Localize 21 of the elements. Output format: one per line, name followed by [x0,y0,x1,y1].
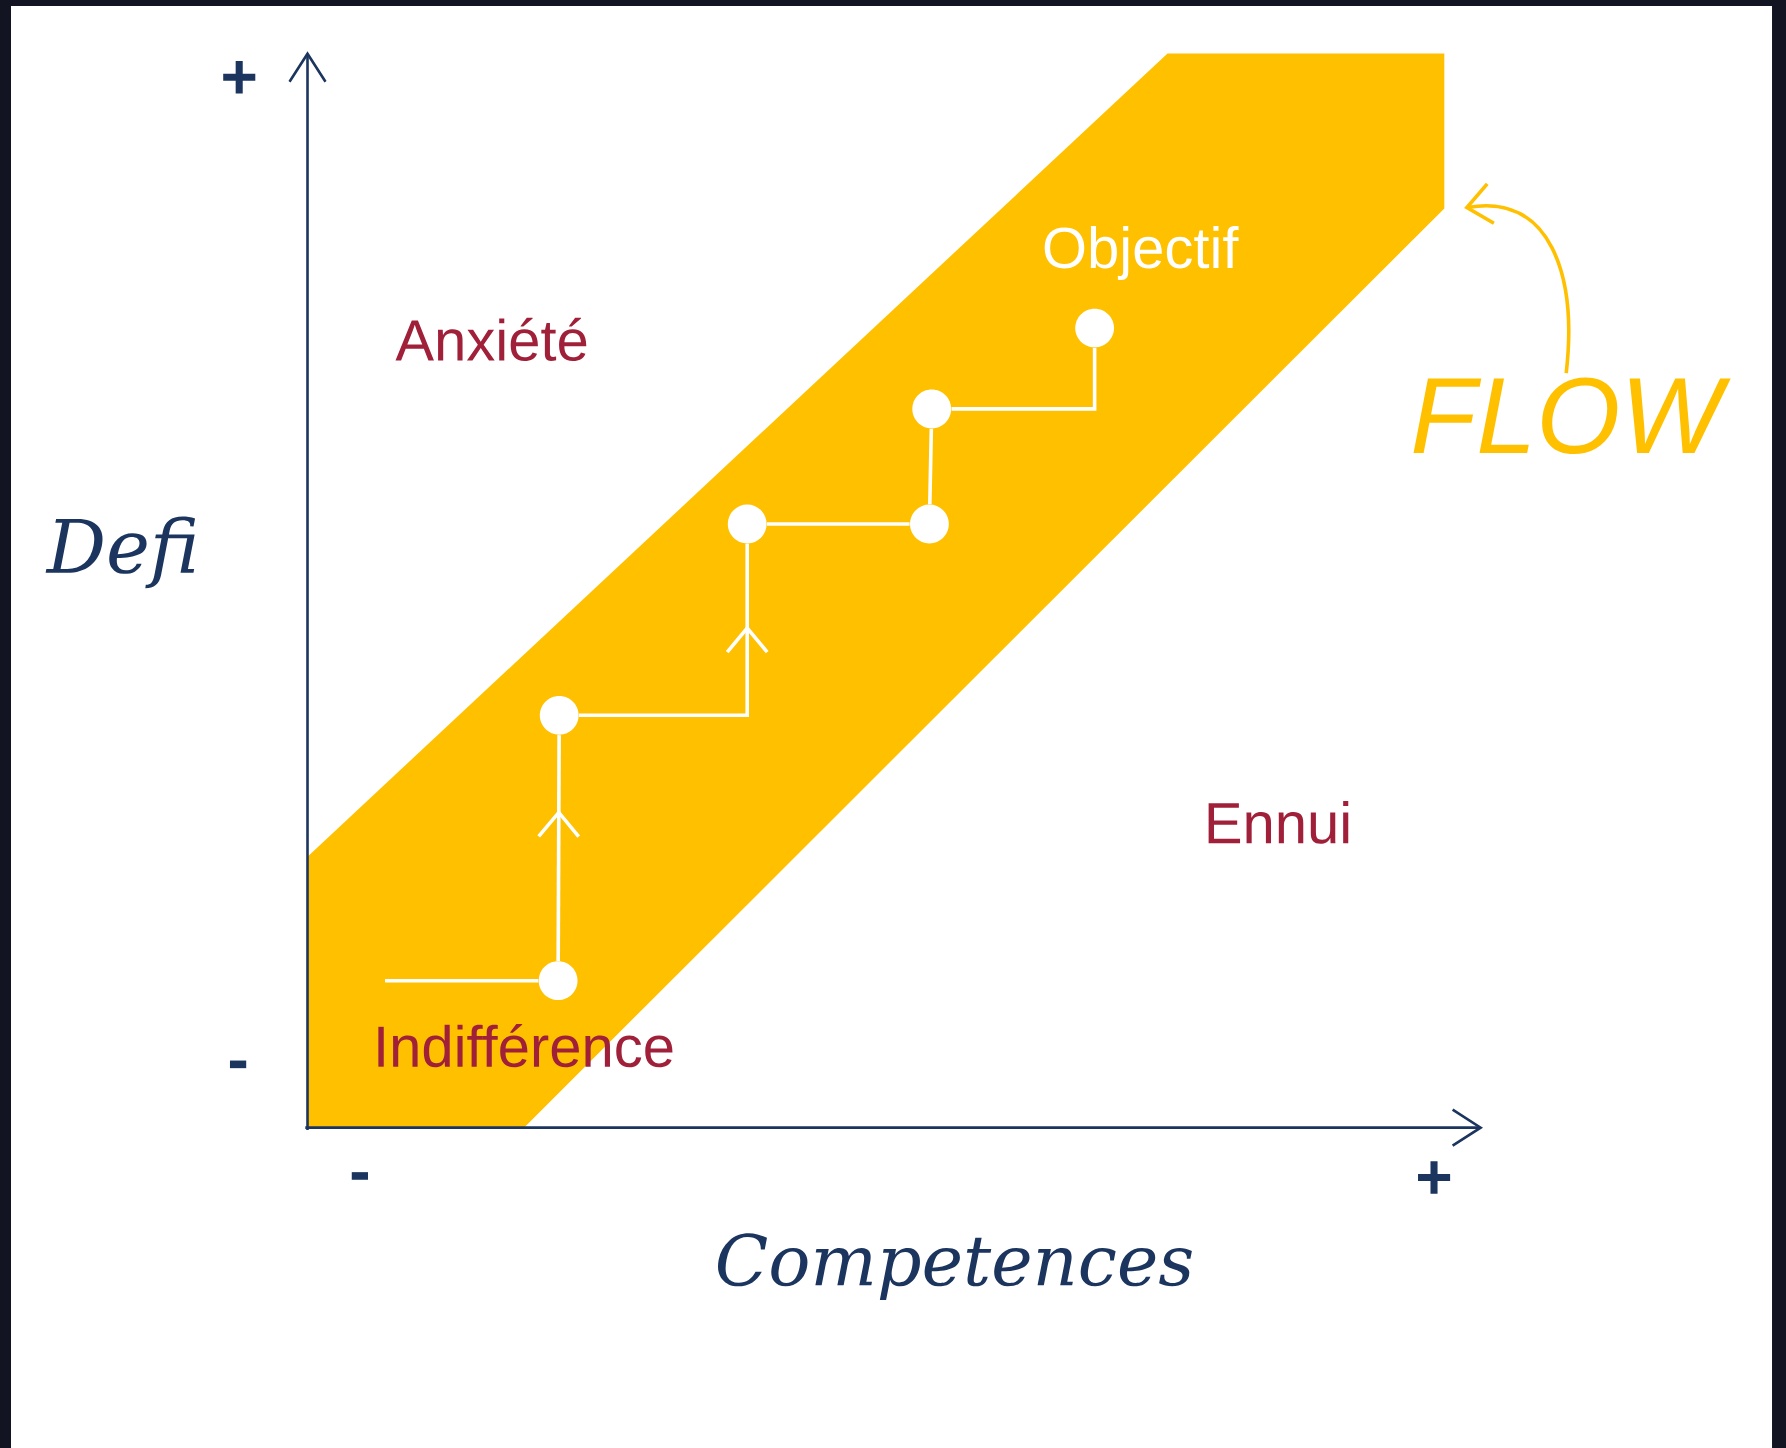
minus-sign: - [229,1060,247,1069]
step-dot [539,695,579,735]
step-dot [538,961,578,1001]
step-dot [910,504,949,544]
step-dot [727,504,767,544]
step-line [385,978,539,983]
plus-sign: + [1418,1161,1451,1194]
minus-sign: - [351,1172,368,1180]
flow-label: FLOW [1413,377,1731,454]
goal-label: Objectif [1044,225,1239,280]
step-dot [1075,308,1114,348]
step-line [951,347,1097,411]
zone-label: Anxiété [395,317,587,362]
step-line [767,522,910,526]
plus-sign: + [223,60,256,94]
step-dot [912,389,952,429]
step-line [928,428,934,505]
zone-label: Ennui [1208,801,1349,844]
axis-title: Competences [718,1233,1192,1300]
curved-arrow [1464,182,1571,374]
axis-title: Defi [45,516,196,589]
